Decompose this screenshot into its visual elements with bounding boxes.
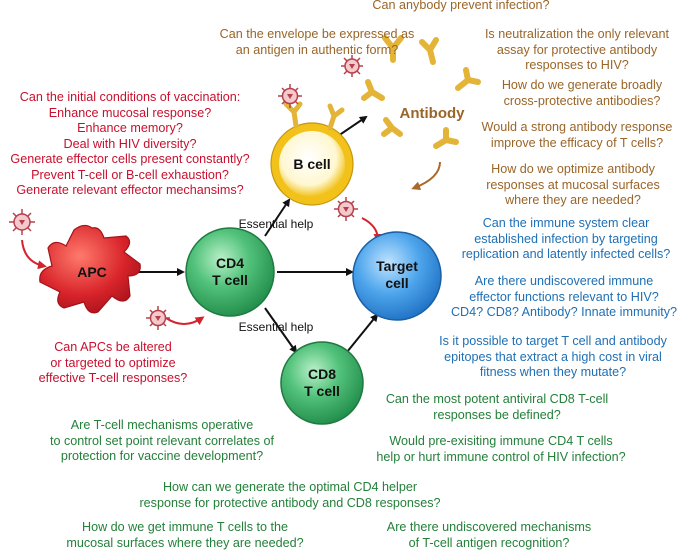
cd8-t-cell: CD8 T cell <box>280 341 364 425</box>
arrow-virus-to-cd4 <box>165 316 205 326</box>
bcell-receptor-icon <box>327 103 345 131</box>
cd8-label-line1: CD8 <box>308 366 336 382</box>
target-cell: Target cell <box>352 231 442 321</box>
cd8-label-line2: T cell <box>304 383 340 399</box>
target-label-line2: cell <box>385 275 408 291</box>
arrow-cd4-to-cd8 <box>264 307 298 354</box>
question-potent-cd8: Can the most potent antiviral CD8 T-cell… <box>385 392 609 422</box>
cd4-label-line1: CD4 <box>216 255 244 271</box>
antibody-icon <box>433 127 459 149</box>
apc-label: APC <box>77 264 107 280</box>
b-cell: B cell <box>270 101 354 206</box>
essential-help-upper: Essential help <box>239 217 314 231</box>
antibody-icon <box>455 67 481 91</box>
virus-icon <box>341 55 363 77</box>
question-clear-infection: Can the immune system clear established … <box>461 216 671 261</box>
question-prevent-infection: Can anybody prevent infection? <box>372 0 550 12</box>
arrow-virus-to-apc <box>21 239 47 270</box>
virus-icon <box>278 84 302 108</box>
question-mucosal-antibody: How do we optimize antibody responses at… <box>486 162 660 207</box>
apc-cell: APC <box>39 224 141 314</box>
question-apc-altered: Can APCs be altered or targeted to optim… <box>38 340 188 385</box>
question-envelope: Can the envelope be expressed as an anti… <box>219 27 415 57</box>
antibody-icon <box>361 79 385 101</box>
question-initial-conditions: Can the initial conditions of vaccinatio… <box>10 90 250 197</box>
arrow-antibody-to-target <box>411 161 441 191</box>
essential-help-lower: Essential help <box>239 320 314 334</box>
antibody-icon <box>381 117 403 137</box>
bcell-label: B cell <box>293 156 330 172</box>
cd4-label-line2: T cell <box>212 272 248 288</box>
question-neutralization: Is neutralization the only relevant assa… <box>484 27 670 72</box>
antibody-cluster <box>361 35 481 149</box>
question-epitopes: Is it possible to target T cell and anti… <box>439 334 667 379</box>
arrow-cd4-to-bcell <box>264 198 291 237</box>
question-mucosal-t-cells: How do we get immune T cells to the muco… <box>66 520 304 550</box>
question-strong-antibody: Would a strong antibody response improve… <box>481 120 673 150</box>
cd4-t-cell: CD4 T cell <box>185 227 275 317</box>
apc-body <box>39 224 141 314</box>
question-broadly-protective: How do we generate broadly cross-protect… <box>501 78 663 108</box>
antibody-icon <box>419 37 439 65</box>
virus-icon <box>9 209 35 235</box>
virus-icon <box>146 306 170 330</box>
target-label-line1: Target <box>376 258 418 274</box>
question-setpoint: Are T-cell mechanisms operative to contr… <box>49 418 274 463</box>
question-undiscovered-recognition: Are there undiscovered mechanisms of T-c… <box>386 520 592 550</box>
virus-icon <box>334 197 358 221</box>
bcell-receptor-icon <box>283 101 303 129</box>
arrow-cd8-to-target <box>346 313 379 353</box>
question-preexisting-cd4: Would pre-exisiting immune CD4 T cells h… <box>376 434 626 464</box>
question-optimal-cd4: How can we generate the optimal CD4 help… <box>139 480 441 510</box>
question-undiscovered-effector: Are there undiscovered immune effector f… <box>450 274 678 319</box>
antibody-label: Antibody <box>400 105 466 122</box>
antibody-icon <box>382 35 404 63</box>
